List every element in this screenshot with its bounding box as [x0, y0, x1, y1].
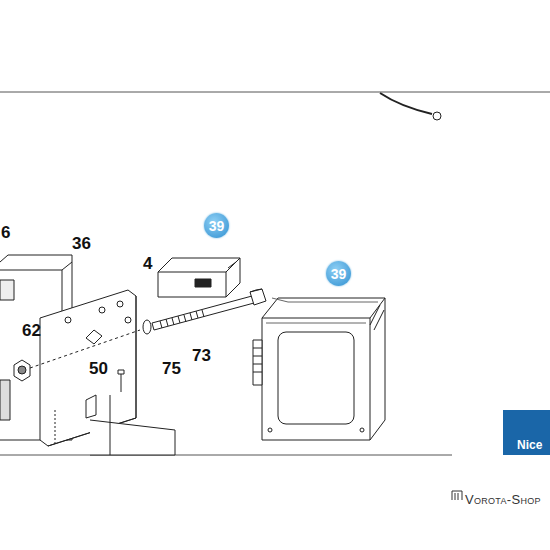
callout-number: 4 [143, 255, 152, 272]
mounting-bracket [40, 290, 175, 455]
wire [380, 93, 432, 114]
callout-number: 50 [89, 360, 108, 377]
callout-number: 6 [1, 224, 10, 241]
callout-circle: 39 [326, 261, 351, 286]
logo-icon [452, 491, 462, 500]
frame-line [0, 455, 452, 456]
callout-number: 39 [209, 218, 225, 234]
screw [118, 370, 124, 392]
nut [14, 360, 30, 381]
electronic-module [158, 258, 240, 297]
washer [143, 320, 151, 334]
callout-number: 36 [72, 235, 91, 252]
axis-line [30, 330, 140, 368]
callout-number: 75 [162, 360, 181, 377]
callout-circle: 39 [204, 213, 229, 238]
brand-band: Nice [503, 410, 550, 455]
brand-name: Nice [503, 438, 542, 455]
callout-number: 39 [331, 266, 347, 282]
callout-number: 62 [22, 322, 41, 339]
frame-line [0, 92, 550, 93]
logo-text: Vorota-Shop [465, 493, 541, 506]
ring-terminal [433, 112, 441, 120]
transformer [253, 298, 385, 440]
callout-number: 73 [192, 347, 211, 364]
